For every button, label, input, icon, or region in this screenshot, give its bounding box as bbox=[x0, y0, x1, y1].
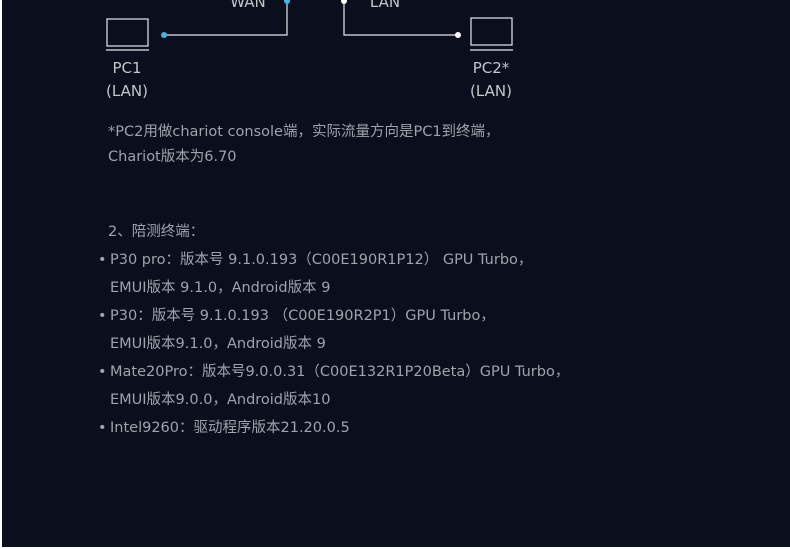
list-item-line-1: Intel9260：驱动程序版本21.20.0.5 bbox=[110, 420, 350, 436]
section-heading: 2、陪测终端： bbox=[108, 224, 205, 240]
bullet-icon: • bbox=[98, 364, 107, 380]
note-line-1: *PC2用做chariot console端，实际流量方向是PC1到终端， bbox=[108, 124, 500, 140]
lan-label: LAN bbox=[369, 0, 401, 11]
list-item-line-1: P30：版本号 9.1.0.193 （C00E190R2P1）GPU Turbo… bbox=[110, 308, 495, 324]
list-item: •Mate20Pro：版本号9.0.0.31（C00E132R1P20Beta）… bbox=[98, 358, 569, 414]
bullet-icon: • bbox=[98, 420, 107, 436]
list-item: •P30 pro：版本号 9.1.0.193（C00E190R1P12） GPU… bbox=[98, 246, 569, 302]
wan-label: WAN bbox=[230, 0, 266, 11]
list-item: •P30：版本号 9.1.0.193 （C00E190R2P1）GPU Turb… bbox=[98, 302, 569, 358]
wan-port-dot bbox=[284, 0, 290, 4]
pc1-type-label: (LAN) bbox=[106, 82, 148, 100]
list-item-line-1: Mate20Pro：版本号9.0.0.31（C00E132R1P20Beta）G… bbox=[110, 364, 570, 380]
list-item: •Intel9260：驱动程序版本21.20.0.5 bbox=[98, 414, 569, 442]
list-item-line-2: EMUI版本9.0.0，Android版本10 bbox=[110, 392, 331, 408]
lan-connection-line bbox=[343, 0, 458, 36]
pc2-type-label: (LAN) bbox=[470, 82, 512, 100]
list-item-line-1: P30 pro：版本号 9.1.0.193（C00E190R1P12） GPU … bbox=[110, 252, 533, 268]
lan-port-dot bbox=[341, 0, 347, 4]
pc1-name-label: PC1 bbox=[112, 59, 142, 77]
bullet-icon: • bbox=[98, 308, 107, 324]
pc2-name-label: PC2* bbox=[472, 59, 510, 77]
pc2-monitor-icon bbox=[470, 17, 513, 46]
network-topology-diagram bbox=[106, 0, 513, 51]
pc1-port-dot bbox=[161, 32, 167, 38]
bullet-icon: • bbox=[98, 252, 107, 268]
pc2-port-dot bbox=[455, 32, 461, 38]
pc1-monitor-icon bbox=[106, 18, 149, 47]
note-line-2: Chariot版本为6.70 bbox=[108, 149, 237, 165]
test-terminal-list: •P30 pro：版本号 9.1.0.193（C00E190R1P12） GPU… bbox=[98, 246, 569, 442]
list-item-line-2: EMUI版本9.1.0，Android版本 9 bbox=[110, 336, 326, 352]
wan-connection-line bbox=[164, 0, 288, 36]
list-item-line-2: EMUI版本 9.1.0，Android版本 9 bbox=[110, 280, 331, 296]
